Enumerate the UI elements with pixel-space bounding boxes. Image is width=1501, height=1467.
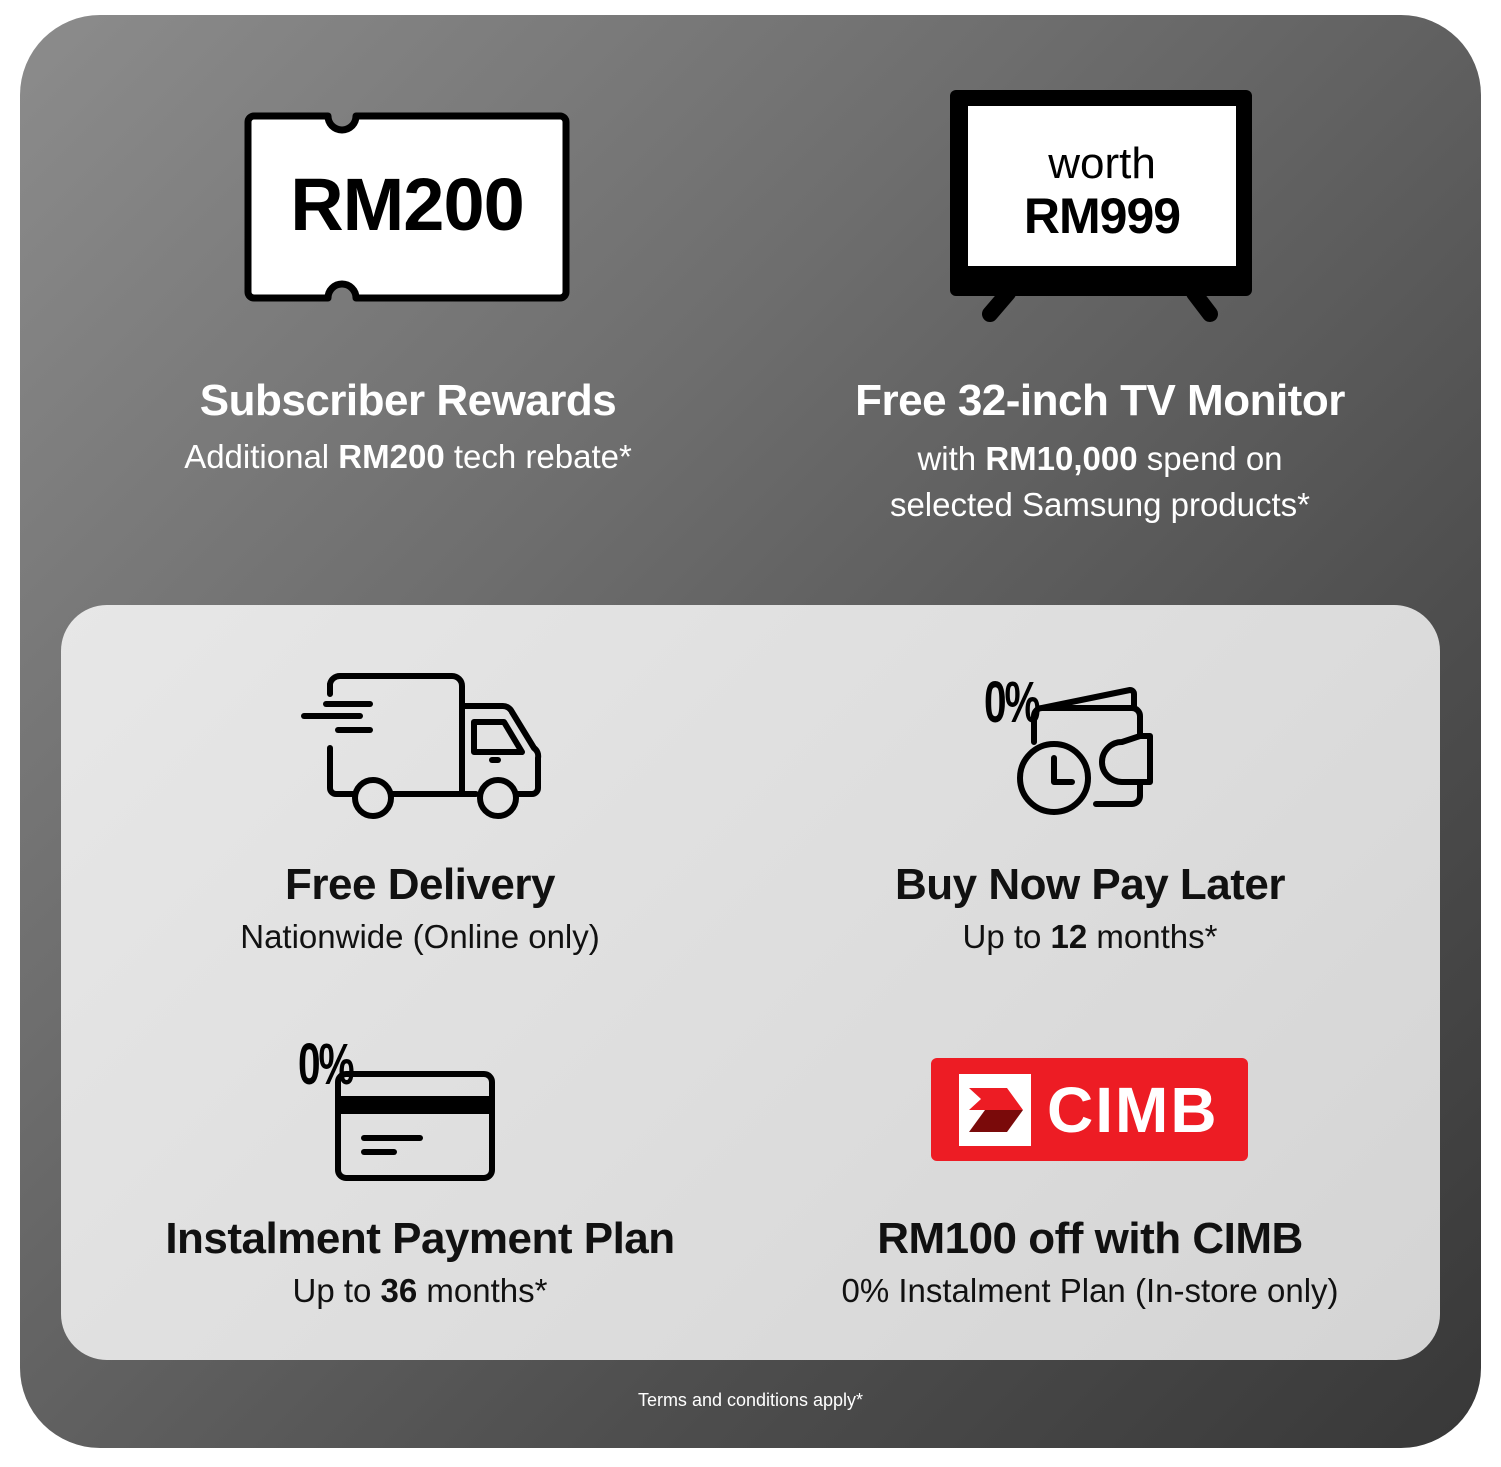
delivery-subtitle: Nationwide (Online only)	[240, 918, 600, 955]
tv-sub-line2: selected Samsung products*	[889, 486, 1311, 523]
cimb-subtitle: 0% Instalment Plan (In-store only)	[841, 1272, 1339, 1309]
tv-sub-amount: RM10,000	[985, 440, 1138, 477]
bnpl-title: Buy Now Pay Later	[894, 860, 1286, 909]
rewards-sub-amount: RM200	[338, 438, 445, 475]
bnpl-section: Buy Now Pay Later Up to 12 months*	[790, 856, 1390, 960]
instalment-section: Instalment Payment Plan Up to 36 months*	[110, 1210, 730, 1314]
wallet-clock-icon	[1017, 687, 1153, 815]
tv-sub-suffix: spend on	[1137, 440, 1283, 477]
rewards-sub-suffix: tech rebate*	[444, 438, 632, 475]
zero-percent-badge: 0%	[298, 1032, 355, 1097]
bnpl-sub-months: 12	[1050, 918, 1088, 955]
instalment-sub-prefix: Up to	[292, 1272, 381, 1309]
instalment-sub-months: 36	[380, 1272, 418, 1309]
tv-worth-value: RM999	[1023, 188, 1181, 244]
cimb-title: RM100 off with CIMB	[877, 1214, 1303, 1263]
tv-sub-prefix: with	[917, 440, 986, 477]
delivery-title: Free Delivery	[285, 860, 555, 909]
cimb-logo: CIMB	[931, 1058, 1248, 1161]
credit-card-icon	[335, 1071, 495, 1181]
tv-worth-label: worth	[1048, 139, 1156, 188]
bnpl-sub-prefix: Up to	[962, 918, 1051, 955]
voucher-icon	[244, 112, 570, 302]
cimb-section: RM100 off with CIMB 0% Instalment Plan (…	[780, 1210, 1400, 1314]
instalment-subtitle: Up to 36 months*	[110, 1268, 730, 1314]
tv-offer-subtitle: with RM10,000 spend on selected Samsung …	[800, 436, 1400, 528]
delivery-section: Free Delivery Nationwide (Online only)	[120, 856, 720, 960]
rewards-subtitle: Additional RM200 tech rebate*	[110, 430, 706, 484]
rewards-title: Subscriber Rewards	[199, 376, 617, 425]
benefits-panel	[61, 605, 1440, 1360]
terms-disclaimer: Terms and conditions apply*	[637, 1390, 864, 1410]
cimb-logo-text: CIMB	[1047, 1074, 1219, 1146]
cimb-chevron-icon	[969, 1088, 1023, 1132]
bnpl-sub-suffix: months*	[1087, 918, 1218, 955]
tv-monitor-icon	[950, 90, 1252, 322]
tv-offer-section: Free 32-inch TV Monitor with RM10,000 sp…	[800, 372, 1400, 528]
instalment-sub-suffix: months*	[417, 1272, 548, 1309]
rewards-section: Subscriber Rewards Additional RM200 tech…	[110, 372, 706, 484]
rewards-sub-prefix: Additional	[184, 438, 339, 475]
voucher-amount: RM200	[290, 163, 525, 246]
tv-offer-title: Free 32-inch TV Monitor	[855, 376, 1345, 425]
delivery-truck-icon	[301, 673, 542, 819]
bnpl-subtitle: Up to 12 months*	[790, 914, 1390, 960]
cimb-logo-mark	[959, 1074, 1031, 1146]
instalment-title: Instalment Payment Plan	[165, 1214, 675, 1263]
